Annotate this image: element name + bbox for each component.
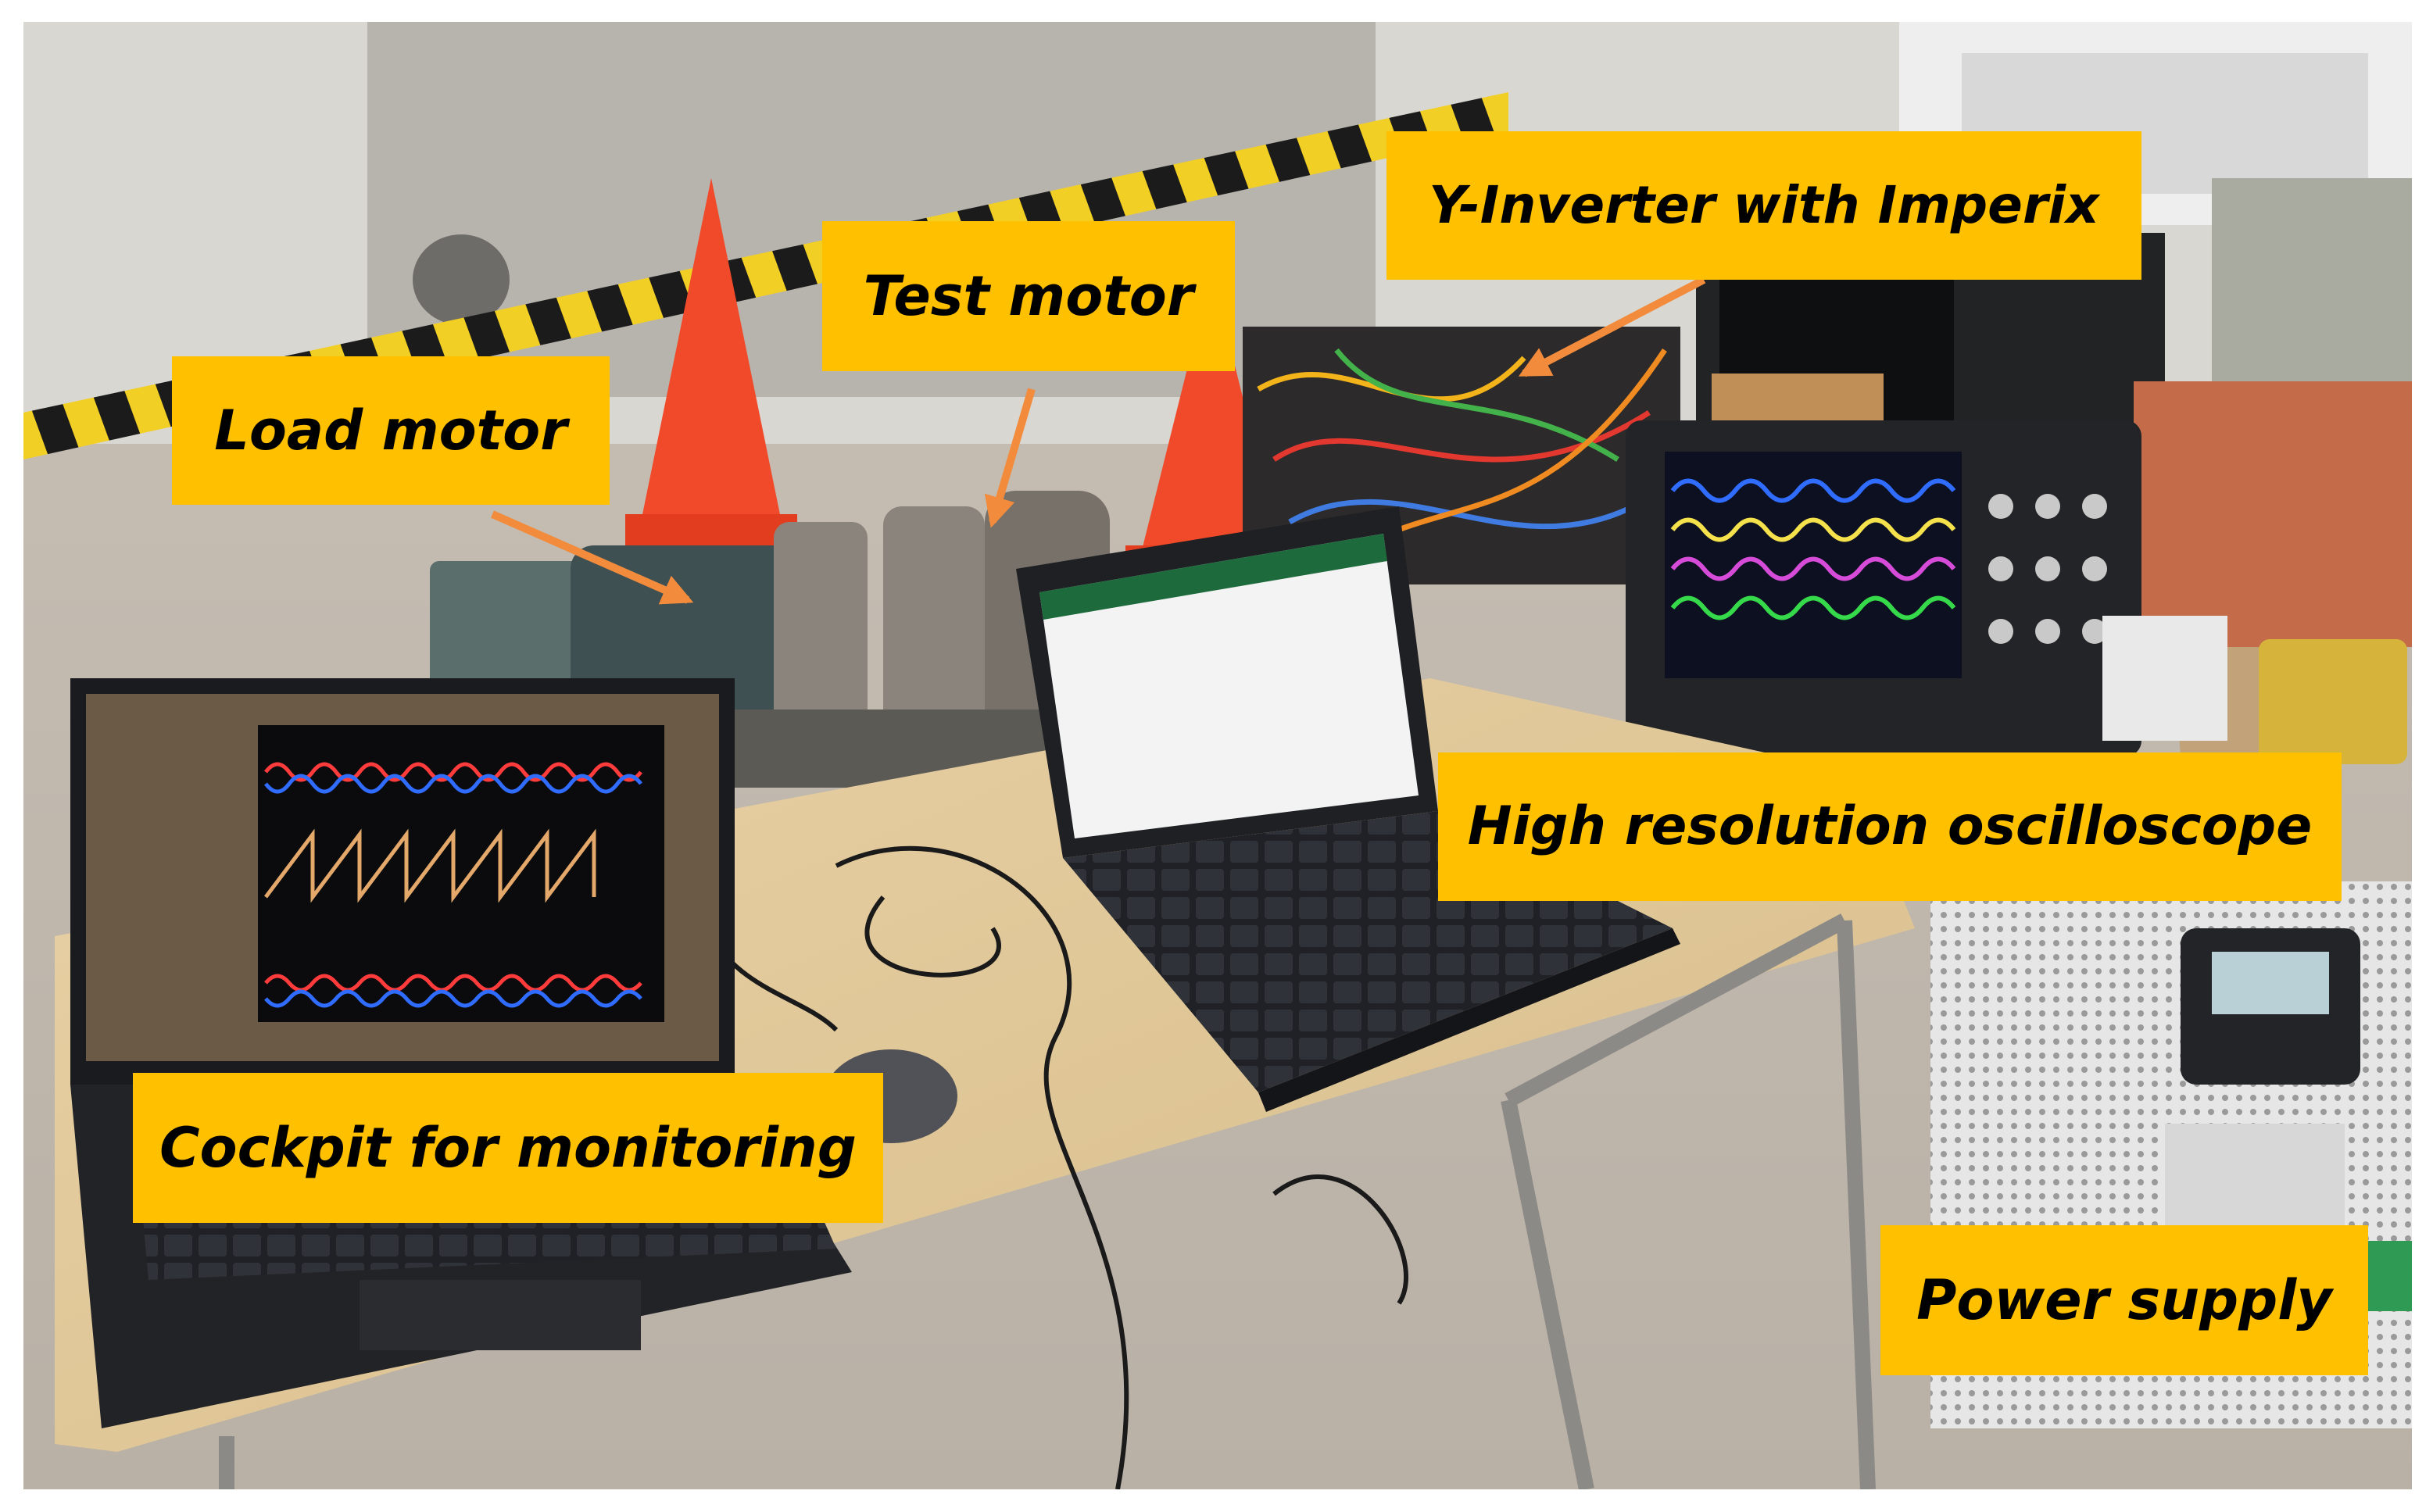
arrow-test-motor <box>984 388 1036 528</box>
right-laptop-screen <box>1039 534 1419 838</box>
oscilloscope-screen <box>1665 452 1962 678</box>
white-box <box>2102 616 2227 741</box>
coupling-left <box>774 522 868 733</box>
label-load-motor: Load motor <box>172 356 610 505</box>
left-laptop-touchpad <box>360 1280 641 1350</box>
arrow-inverter <box>1518 276 1706 377</box>
photo-frame: Load motor Test motor Y-Inverter with Im… <box>23 22 2412 1489</box>
right-laptop-edge <box>1258 928 1680 1112</box>
arrow-load-motor <box>490 510 694 605</box>
cone-base-left <box>625 514 797 545</box>
oscilloscope-knobs <box>1988 494 2107 644</box>
load-motor <box>571 545 805 710</box>
traffic-cone-left <box>641 178 782 522</box>
right-laptop-toolbar <box>1039 534 1387 620</box>
inverter-wiring <box>1257 348 1667 556</box>
label-inverter: Y-Inverter with Imperix <box>1386 131 2141 280</box>
label-oscilloscope: High resolution oscilloscope <box>1438 752 2342 901</box>
coupling-right <box>883 506 985 741</box>
left-laptop-traces <box>264 762 642 1008</box>
label-test-motor: Test motor <box>822 221 1235 371</box>
power-supply-terminals <box>2165 1124 2345 1225</box>
label-power-supply: Power supply <box>1880 1225 2368 1375</box>
label-cockpit: Cockpit for monitoring <box>133 1073 883 1223</box>
orange-shelf <box>2134 381 2412 647</box>
power-supply-display <box>2212 952 2329 1014</box>
table-legs <box>219 913 1876 1489</box>
wall-duct-hole <box>413 234 510 325</box>
multimeter <box>2259 639 2407 764</box>
left-laptop-plot-area <box>258 725 664 1022</box>
oscilloscope-traces <box>1670 478 1956 620</box>
